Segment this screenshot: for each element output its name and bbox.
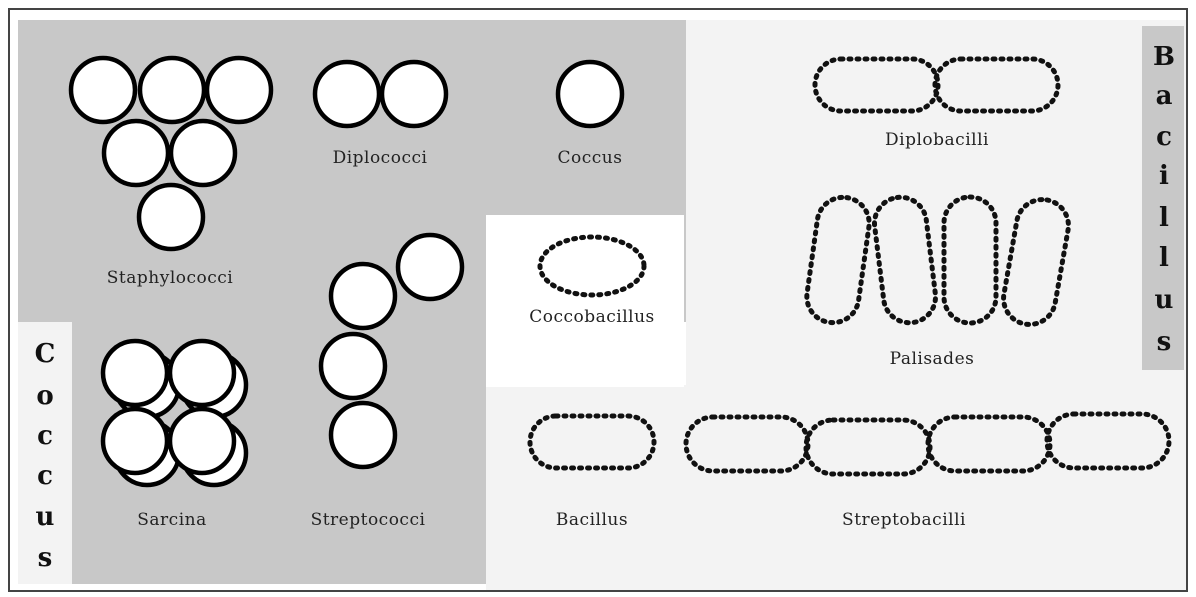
- bacillus-header-letter: B: [1153, 42, 1175, 72]
- diplobacilli-label: Diplobacilli: [885, 130, 989, 150]
- coccobacillus-panel: [486, 215, 684, 387]
- streptobacilli-label: Streptobacilli: [842, 510, 966, 530]
- staphylococci-label: Staphylococci: [107, 268, 234, 288]
- coccus-header-letter: c: [37, 461, 53, 491]
- coccus-label: Coccus: [558, 148, 623, 168]
- coccus-header-letter: s: [38, 543, 53, 573]
- bacillus-header-letter: a: [1156, 81, 1173, 111]
- coccus-header-letter: c: [37, 421, 53, 451]
- streptococci-label: Streptococci: [311, 510, 426, 530]
- coccobacillus-label: Coccobacillus: [529, 307, 655, 327]
- coccus-header-letter: C: [35, 339, 56, 369]
- coccus-header-letter: u: [36, 502, 55, 532]
- bacillus-header-letter: l: [1159, 243, 1169, 273]
- bacillus-header-letter: c: [1156, 122, 1172, 152]
- bacillus-header-panel: [1142, 26, 1184, 370]
- palisades-label: Palisades: [890, 349, 975, 369]
- coccus-header-letter: o: [36, 381, 53, 411]
- bacillus-header-letter: s: [1157, 327, 1172, 357]
- coccus-shape: [558, 62, 622, 126]
- bacillus-label: Bacillus: [556, 510, 628, 530]
- bacillus-header-letter: u: [1155, 285, 1174, 315]
- sarcina-label: Sarcina: [137, 510, 206, 530]
- diplococci-label: Diplococci: [333, 148, 428, 168]
- bacillus-header-letter: i: [1159, 161, 1169, 191]
- bacillus-header-letter: l: [1159, 203, 1169, 233]
